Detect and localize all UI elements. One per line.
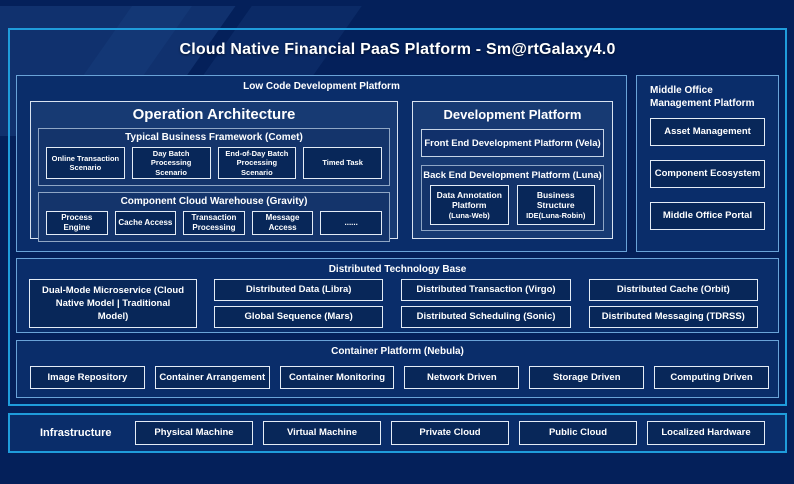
back-end-development-platform-box: Back End Development Platform (Luna) Dat… <box>421 165 604 231</box>
container-platform-section: Container Platform (Nebula) Image Reposi… <box>16 340 779 398</box>
component-cloud-warehouse-box: Component Cloud Warehouse (Gravity) Proc… <box>38 192 390 243</box>
node-end-of-day-batch-processing-scenario: End-of-Day Batch Processing Scenario <box>217 147 297 180</box>
node-data-annotation-platform: Data Annotation Platform (Luna-Web) <box>430 185 509 225</box>
node-front-end-development-platform: Front End Development Platform (Vela) <box>421 129 604 157</box>
node-localized-hardware: Localized Hardware <box>647 421 765 445</box>
infrastructure-items: Physical Machine Virtual Machine Private… <box>135 421 765 445</box>
container-platform-items: Image Repository Container Arrangement C… <box>30 366 769 389</box>
node-global-sequence: Global Sequence (Mars) <box>214 306 384 328</box>
page-title: Cloud Native Financial PaaS Platform - S… <box>179 41 616 58</box>
node-computing-driven: Computing Driven <box>654 366 769 389</box>
middle-office-header: Middle Office Management Platform <box>650 85 755 109</box>
operation-architecture-box: Operation Architecture Typical Business … <box>30 101 398 243</box>
node-online-transaction-scenario: Online Transaction Scenario <box>46 147 125 180</box>
node-middle-office-portal: Middle Office Portal <box>650 202 765 230</box>
node-distributed-cache: Distributed Cache (Orbit) <box>588 279 758 301</box>
low-code-development-platform-section: Low Code Development Platform Operation … <box>16 75 627 252</box>
back-end-items: Data Annotation Platform (Luna-Web) Busi… <box>422 185 603 230</box>
node-private-cloud: Private Cloud <box>391 421 509 445</box>
node-ellipsis: ...... <box>320 211 382 236</box>
node-storage-driven: Storage Driven <box>529 366 645 389</box>
low-code-header: Low Code Development Platform <box>243 81 400 92</box>
node-message-access: Message Access <box>251 211 314 236</box>
node-asset-management: Asset Management <box>650 118 765 146</box>
distributed-technology-base-section: Distributed Technology Base Dual-Mode Mi… <box>16 258 779 333</box>
distributed-technology-base-body: Dual-Mode Microservice (Cloud Native Mod… <box>17 275 778 328</box>
node-distributed-transaction: Distributed Transaction (Virgo) <box>401 279 571 301</box>
node-component-ecosystem: Component Ecosystem <box>650 160 765 188</box>
node-day-batch-processing-scenario: Day Batch Processing Scenario <box>131 147 211 180</box>
node-virtual-machine: Virtual Machine <box>263 421 381 445</box>
distributed-grid: Distributed Data (Libra) Distributed Tra… <box>214 279 758 328</box>
typical-business-items: Online Transaction Scenario Day Batch Pr… <box>39 147 389 185</box>
node-main-label: Data Annotation Platform <box>436 189 502 211</box>
development-platform-title: Development Platform <box>443 107 582 122</box>
platform-frame: Cloud Native Financial PaaS Platform - S… <box>8 28 787 406</box>
node-public-cloud: Public Cloud <box>519 421 637 445</box>
infrastructure-section: Infrastructure Physical Machine Virtual … <box>8 413 787 453</box>
node-distributed-data: Distributed Data (Libra) <box>214 279 384 301</box>
node-dual-mode-microservice: Dual-Mode Microservice (Cloud Native Mod… <box>29 279 197 328</box>
operation-architecture-title: Operation Architecture <box>132 106 296 123</box>
component-cloud-items: Process Engine Cache Access Transaction … <box>39 211 389 241</box>
node-sub-label: IDE(Luna-Robin) <box>526 210 586 220</box>
node-physical-machine: Physical Machine <box>135 421 253 445</box>
node-cache-access: Cache Access <box>114 211 177 236</box>
node-business-structure-ide: Business Structure IDE(Luna-Robin) <box>516 185 595 225</box>
node-process-engine: Process Engine <box>46 211 108 236</box>
infrastructure-label: Infrastructure <box>40 427 112 439</box>
node-sub-label: (Luna-Web) <box>448 210 490 220</box>
typical-business-framework-title: Typical Business Framework (Comet) <box>125 132 303 143</box>
back-end-development-platform-title: Back End Development Platform (Luna) <box>423 170 602 181</box>
node-timed-task: Timed Task <box>303 147 382 180</box>
node-container-arrangement: Container Arrangement <box>154 366 270 389</box>
container-platform-header: Container Platform (Nebula) <box>331 346 464 357</box>
typical-business-framework-box: Typical Business Framework (Comet) Onlin… <box>38 128 390 187</box>
development-platform-box: Development Platform Front End Developme… <box>412 101 613 239</box>
node-network-driven: Network Driven <box>404 366 520 389</box>
node-image-repository: Image Repository <box>30 366 145 389</box>
distributed-technology-base-header: Distributed Technology Base <box>328 264 467 275</box>
node-container-monitoring: Container Monitoring <box>279 366 395 389</box>
node-transaction-processing: Transaction Processing <box>183 211 245 236</box>
node-distributed-scheduling: Distributed Scheduling (Sonic) <box>401 306 571 328</box>
node-distributed-messaging: Distributed Messaging (TDRSS) <box>588 306 758 328</box>
middle-office-management-platform-section: Middle Office Management Platform Asset … <box>636 75 779 252</box>
component-cloud-warehouse-title: Component Cloud Warehouse (Gravity) <box>120 196 308 208</box>
distributed-grid-row: Global Sequence (Mars) Distributed Sched… <box>214 306 758 328</box>
node-main-label: Business Structure <box>536 189 575 211</box>
distributed-grid-row: Distributed Data (Libra) Distributed Tra… <box>214 279 758 301</box>
middle-office-items: Asset Management Component Ecosystem Mid… <box>650 118 765 230</box>
